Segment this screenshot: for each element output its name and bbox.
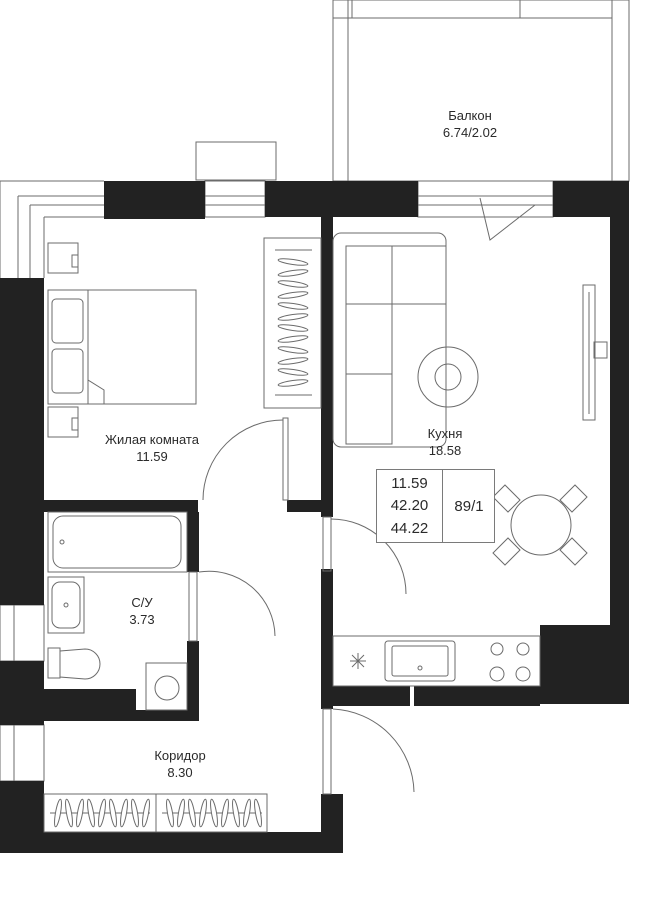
total-area-value: 42.20 [390,497,429,515]
washing-machine [145,662,188,711]
corridor-label: Коридор 8.30 [145,747,215,781]
hanger [277,313,309,321]
hanger [221,798,229,828]
hanger [210,798,218,828]
hanger [76,798,84,828]
hanger [109,798,117,828]
balcony-label: Балкон 6.74/2.02 [430,107,510,141]
living-room-label: Жилая комната 11.59 [92,431,212,465]
hangers [54,258,309,828]
hanger [277,324,309,332]
ottoman [417,346,479,408]
area-summary-box: 11.59 42.20 44.22 89/1 [376,469,495,543]
hanger [277,357,309,365]
corridor-name: Коридор [154,748,206,763]
dining-set [492,484,588,566]
vent-box [195,141,277,181]
bathroom-label: С/У 3.73 [117,594,167,628]
hanger [177,798,185,828]
living-area-value: 11.59 [391,474,428,492]
door-entrance [322,708,415,795]
hanger [54,798,62,828]
hanger [277,302,309,310]
hanger [243,798,251,828]
hanger [277,280,309,288]
hanger [142,798,150,828]
total-with-balcony-value: 44.22 [390,520,429,538]
hanger [277,335,309,343]
hanger [98,798,106,828]
door-bathroom [188,570,276,642]
hanger [120,798,128,828]
bathroom-name: С/У [131,595,153,610]
toilet [47,647,101,680]
kitchen-counter [332,635,541,687]
door-living [202,417,289,501]
left-exterior-lines [0,180,104,278]
hanger [199,798,207,828]
corridor-area: 8.30 [167,765,193,780]
hanger [131,798,139,828]
tv [582,284,608,421]
hanger [65,798,73,828]
balcony-door [479,197,536,241]
living-wardrobe [263,237,322,409]
hanger [166,798,174,828]
bathroom-area: 3.73 [129,612,155,627]
hanger [277,291,309,299]
washbasin [47,576,85,634]
kitchen-name: Кухня [427,426,463,441]
kitchen-label: Кухня 18.58 [410,425,480,459]
hanger [277,258,309,266]
sofa [332,232,447,448]
apartment-number: 89/1 [454,497,484,515]
bed [47,242,197,438]
hanger [277,379,309,387]
hanger [188,798,196,828]
hanger [254,798,262,828]
hanger [87,798,95,828]
living-room-area: 11.59 [136,449,168,464]
bathtub [47,511,188,573]
hanger [277,269,309,277]
walls [0,181,629,853]
balcony-name: Балкон [448,108,492,123]
balcony-outline [332,0,630,182]
hanger [277,346,309,354]
living-room-name: Жилая комната [105,432,199,447]
hanger [277,368,309,376]
kitchen-area: 18.58 [428,443,462,458]
balcony-area: 6.74/2.02 [442,125,498,140]
area-values: 11.59 42.20 44.22 [377,470,443,542]
hanger [232,798,240,828]
